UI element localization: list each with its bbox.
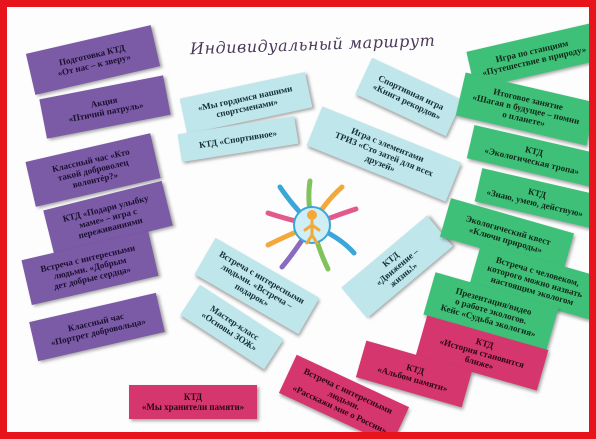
route-emblem-icon <box>265 178 359 272</box>
card-portret-dobrovolca: Классный час «Портрет добровольца» <box>29 292 165 362</box>
page-title: Индивидуальный маршрут <box>189 30 436 59</box>
card-hraniteli-pamyati: КТД «Мы хранители памяти» <box>129 385 257 419</box>
card-kniga-rekordov: Спортивная игра «Книга рекордов» <box>355 57 463 137</box>
